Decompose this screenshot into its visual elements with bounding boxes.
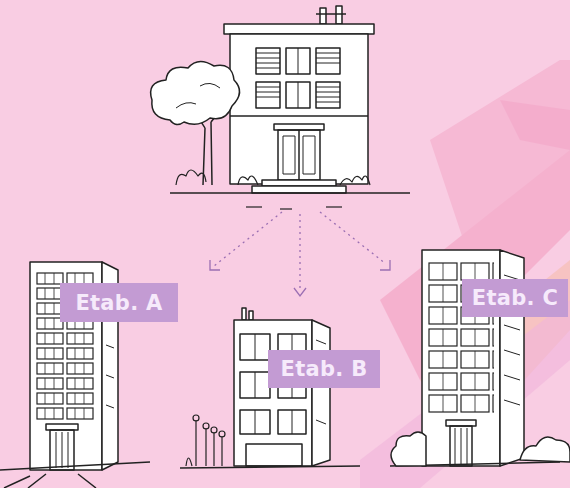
headquarters-building	[151, 6, 410, 209]
label-text: Etab. A	[75, 291, 162, 315]
label-text: Etab. B	[281, 357, 368, 381]
decor-stripes	[360, 60, 570, 488]
building-b	[180, 308, 360, 468]
label-box: Etab. A	[60, 283, 178, 322]
label-box: Etab. C	[462, 279, 568, 317]
dotted-arrows	[210, 212, 390, 296]
label-text: Etab. C	[472, 286, 558, 310]
label-box: Etab. B	[268, 350, 380, 388]
building-c	[390, 250, 570, 466]
